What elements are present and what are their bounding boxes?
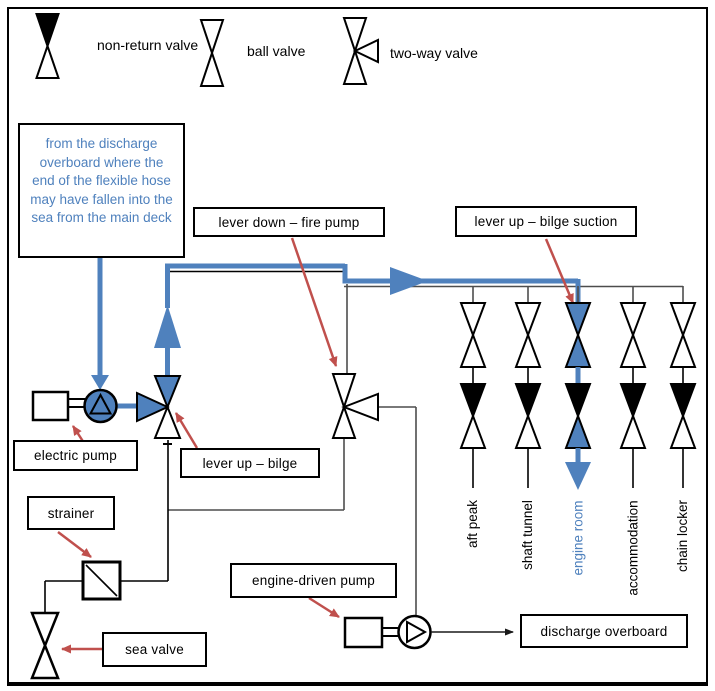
- label-lever-up-bilge-suction: lever up – bilge suction: [455, 206, 637, 237]
- branch-aft-peak: [459, 286, 487, 488]
- flow-arrow-up: [154, 305, 181, 348]
- fire-pump-two-way-valve: [331, 373, 379, 439]
- legend-label-two-way-valve: two-way valve: [390, 45, 478, 61]
- callout-arrows: [57, 237, 575, 654]
- branch-label-engine-room: engine room: [570, 499, 586, 576]
- flow-arrow-down-to-pump: [91, 375, 109, 390]
- branch-label-shaft-tunnel: shaft tunnel: [519, 500, 535, 570]
- arrow-strainer: [57, 531, 92, 558]
- label-engine-driven-pump: engine-driven pump: [230, 563, 397, 598]
- flow-arrow-right: [390, 267, 428, 295]
- outer-frame: [7, 7, 708, 686]
- arrow-lever-down-fire-pump: [290, 237, 338, 367]
- branch-shaft-tunnel: [514, 286, 542, 488]
- branch-label-accommodation: accommodation: [625, 499, 641, 596]
- arrow-engine-driven-pump: [308, 596, 340, 619]
- bilge-two-way-valve: [136, 375, 182, 439]
- arrow-lever-up-bilge-suction: [544, 238, 575, 304]
- legend-label-ball-valve: ball valve: [247, 43, 306, 59]
- non-return-valve-icon: [35, 13, 60, 79]
- label-lever-down-fire-pump: lever down – fire pump: [193, 207, 385, 237]
- label-electric-pump: electric pump: [13, 440, 138, 471]
- engine-driven-pump-symbol: [343, 614, 432, 650]
- branch-accommodation: [619, 286, 647, 488]
- label-lever-up-bilge: lever up – bilge: [180, 448, 320, 478]
- branch-label-aft-peak: aft peak: [465, 499, 481, 549]
- electric-pump-symbol: [31, 388, 118, 424]
- sea-valve-symbol: [30, 611, 60, 680]
- callout-note: from the discharge overboard where the e…: [18, 123, 185, 258]
- strainer-symbol: [81, 560, 122, 601]
- branch-chain-locker: [669, 286, 697, 488]
- ball-valve-icon: [199, 19, 225, 87]
- label-sea-valve: sea valve: [102, 632, 207, 667]
- suction-branches: [459, 286, 697, 490]
- label-strainer: strainer: [27, 496, 115, 530]
- two-way-valve-icon: [342, 17, 379, 85]
- branch-label-chain-locker: chain locker: [675, 499, 691, 573]
- legend-label-non-return-valve: non-return valve: [97, 37, 199, 53]
- arrow-lever-up-bilge: [174, 412, 199, 449]
- label-discharge-overboard: discharge overboard: [520, 614, 688, 648]
- branch-engine-room: [564, 286, 592, 490]
- flow-arrow-engine-room: [565, 462, 591, 490]
